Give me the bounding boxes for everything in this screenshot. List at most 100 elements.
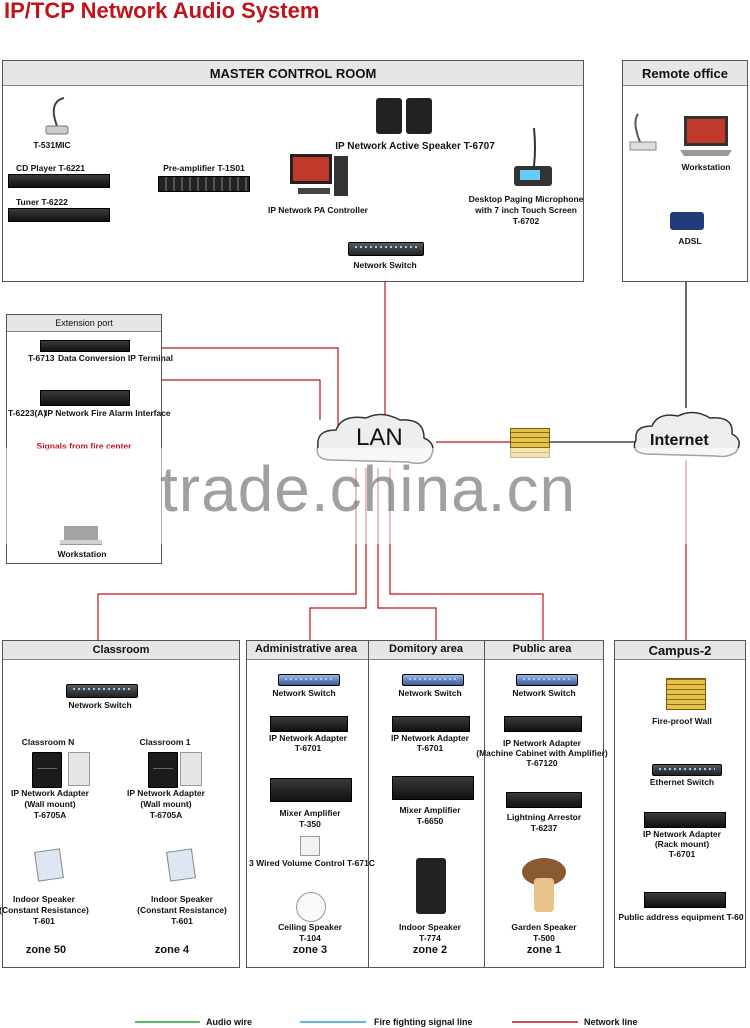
extension-port-header: Extension port: [7, 315, 161, 332]
volume-control-label: 3 Wired Volume Control T-671C: [249, 858, 375, 868]
garden-speaker-2: T-500: [533, 933, 555, 943]
dorm-adapter-1: IP Network Adapter: [391, 733, 469, 743]
classroom-1-adapter-2: (Wall mount): [140, 799, 192, 809]
fire-signal-label: Signals from fire center: [36, 441, 132, 451]
master-switch-label: Network Switch: [353, 260, 417, 270]
dorm-zone: zone 2: [412, 944, 448, 956]
legend-lines: [135, 1021, 578, 1023]
classroom-switch-label: Network Switch: [68, 700, 132, 710]
classroom-1-label: Classroom 1: [139, 737, 191, 747]
classroom-1-speaker-icon: [166, 848, 196, 882]
remote-office-header: Remote office: [623, 61, 747, 86]
mic-label: T-531MIC: [33, 140, 71, 150]
ceiling-speaker-icon: [296, 892, 326, 922]
remote-mic-icon: [628, 112, 662, 154]
lightning-arrestor-device: [506, 792, 582, 808]
classroom-1-speaker-2: (Constant Resistance): [137, 905, 227, 915]
classroom-n-label: Classroom N: [21, 737, 75, 747]
preamp-device: [158, 176, 250, 192]
watermark-text: trade.china.cn: [160, 453, 577, 525]
page-title: IP/TCP Network Audio System: [4, 0, 320, 23]
paging-microphone-icon: [512, 126, 554, 190]
master-control-room-header: MASTER CONTROL ROOM: [3, 61, 583, 86]
pa-controller-computer-icon: [288, 152, 350, 200]
campus-pa-label: Public address equipment T-60: [618, 912, 744, 922]
classroom-n-adapter-icon: [32, 752, 62, 788]
adsl-label: ADSL: [678, 236, 702, 246]
classroom-panel: Classroom: [2, 640, 240, 968]
dorm-amp-1: Mixer Amplifier: [399, 805, 461, 815]
campus-firewall-icon: [666, 678, 706, 710]
campus-adapter-3: T-6701: [668, 849, 696, 859]
cd-player-label: CD Player T-6221: [16, 163, 85, 173]
public-switch-label: Network Switch: [512, 688, 576, 698]
t6713-device: [40, 340, 130, 352]
classroom-n-adapter-3: T-6705A: [33, 810, 67, 820]
t6223-name: IP Network Fire Alarm Interface: [45, 408, 171, 418]
internet-label: Internet: [650, 432, 709, 449]
campus-2-header: Campus-2: [615, 641, 745, 660]
classroom-n-adapter-2: (Wall mount): [24, 799, 76, 809]
pa-controller-label: IP Network PA Controller: [268, 205, 368, 215]
classroom-header: Classroom: [3, 641, 239, 660]
classroom-1-speaker-1: Indoor Speaker: [151, 894, 213, 904]
public-adapter-1: IP Network Adapter: [503, 738, 581, 748]
admin-mixer-amplifier-device: [270, 778, 352, 802]
dorm-header: Domitory area: [389, 643, 463, 655]
classroom-n-speaker-2: (Constant Resistance): [0, 905, 89, 915]
admin-header: Administrative area: [254, 643, 358, 655]
remote-office-panel: Remote office: [622, 60, 748, 282]
classroom-n-speaker-3: T-601: [33, 916, 55, 926]
classroom-n-adapter-1: IP Network Adapter: [11, 788, 89, 798]
admin-switch-label: Network Switch: [272, 688, 336, 698]
classroom-n-keypad-icon: [68, 752, 90, 786]
admin-switch-icon: [278, 674, 340, 686]
dorm-amp-2: T-6650: [416, 816, 444, 826]
active-speaker-left-icon: [376, 98, 402, 134]
classroom-1-speaker-3: T-601: [171, 916, 193, 926]
admin-zone: zone 3: [292, 944, 328, 956]
master-network-switch-icon: [348, 242, 424, 256]
campus-adapter-device: [644, 812, 726, 828]
tuner-label: Tuner T-6222: [16, 197, 68, 207]
cd-player-device: [8, 174, 110, 188]
classroom-1-adapter-1: IP Network Adapter: [127, 788, 205, 798]
ext-workstation-label: Workstation: [57, 549, 107, 559]
admin-amp-2: T-350: [299, 819, 321, 829]
arrestor-2: T-6237: [530, 823, 558, 833]
campus-adapter-2: (Rack mount): [654, 839, 710, 849]
ceiling-speaker-2: T-104: [299, 933, 321, 943]
arrestor-1: Lightning Arrestor: [506, 812, 582, 822]
public-header: Public area: [512, 643, 572, 655]
legend-network: Network line: [584, 1017, 638, 1027]
dorm-mixer-amplifier-device: [392, 776, 474, 800]
ceiling-speaker-1: Ceiling Speaker: [278, 922, 342, 932]
dorm-speaker-1: Indoor Speaker: [399, 922, 461, 932]
legend-fire: Fire fighting signal line: [374, 1017, 473, 1027]
paging-mic-label-3: T-6702: [512, 216, 540, 226]
classroom-1-keypad-icon: [180, 752, 202, 786]
campus-adapter-1: IP Network Adapter: [643, 829, 721, 839]
public-adapter-3: T-67120: [526, 758, 558, 768]
paging-mic-label-1: Desktop Paging Microphone: [468, 194, 584, 204]
preamp-label: Pre-amplifier T-1S01: [163, 163, 245, 173]
garden-speaker-1: Garden Speaker: [511, 922, 577, 932]
paging-mic-label-2: with 7 inch Touch Screen: [475, 205, 577, 215]
campus-wall-label: Fire-proof Wall: [652, 716, 712, 726]
admin-adapter-1: IP Network Adapter: [269, 733, 347, 743]
dorm-indoor-speaker-icon: [416, 858, 446, 914]
classroom-1-adapter-3: T-6705A: [149, 810, 183, 820]
garden-speaker-icon: [520, 856, 568, 916]
areas-divider-1: [368, 640, 369, 968]
admin-amp-1: Mixer Amplifier: [279, 808, 341, 818]
adsl-modem-icon: [670, 212, 704, 230]
tuner-device: [8, 208, 110, 222]
classroom-zone-1: zone 4: [154, 944, 190, 956]
t6713-name: Data Conversion IP Terminal: [58, 353, 173, 363]
classroom-switch-icon: [66, 684, 138, 698]
active-speaker-right-icon: [406, 98, 432, 134]
classroom-zone-n: zone 50: [25, 944, 67, 956]
t6713-code: T-6713: [28, 353, 55, 363]
areas-divider-2: [484, 640, 485, 968]
dorm-adapter-2: T-6701: [416, 743, 444, 753]
